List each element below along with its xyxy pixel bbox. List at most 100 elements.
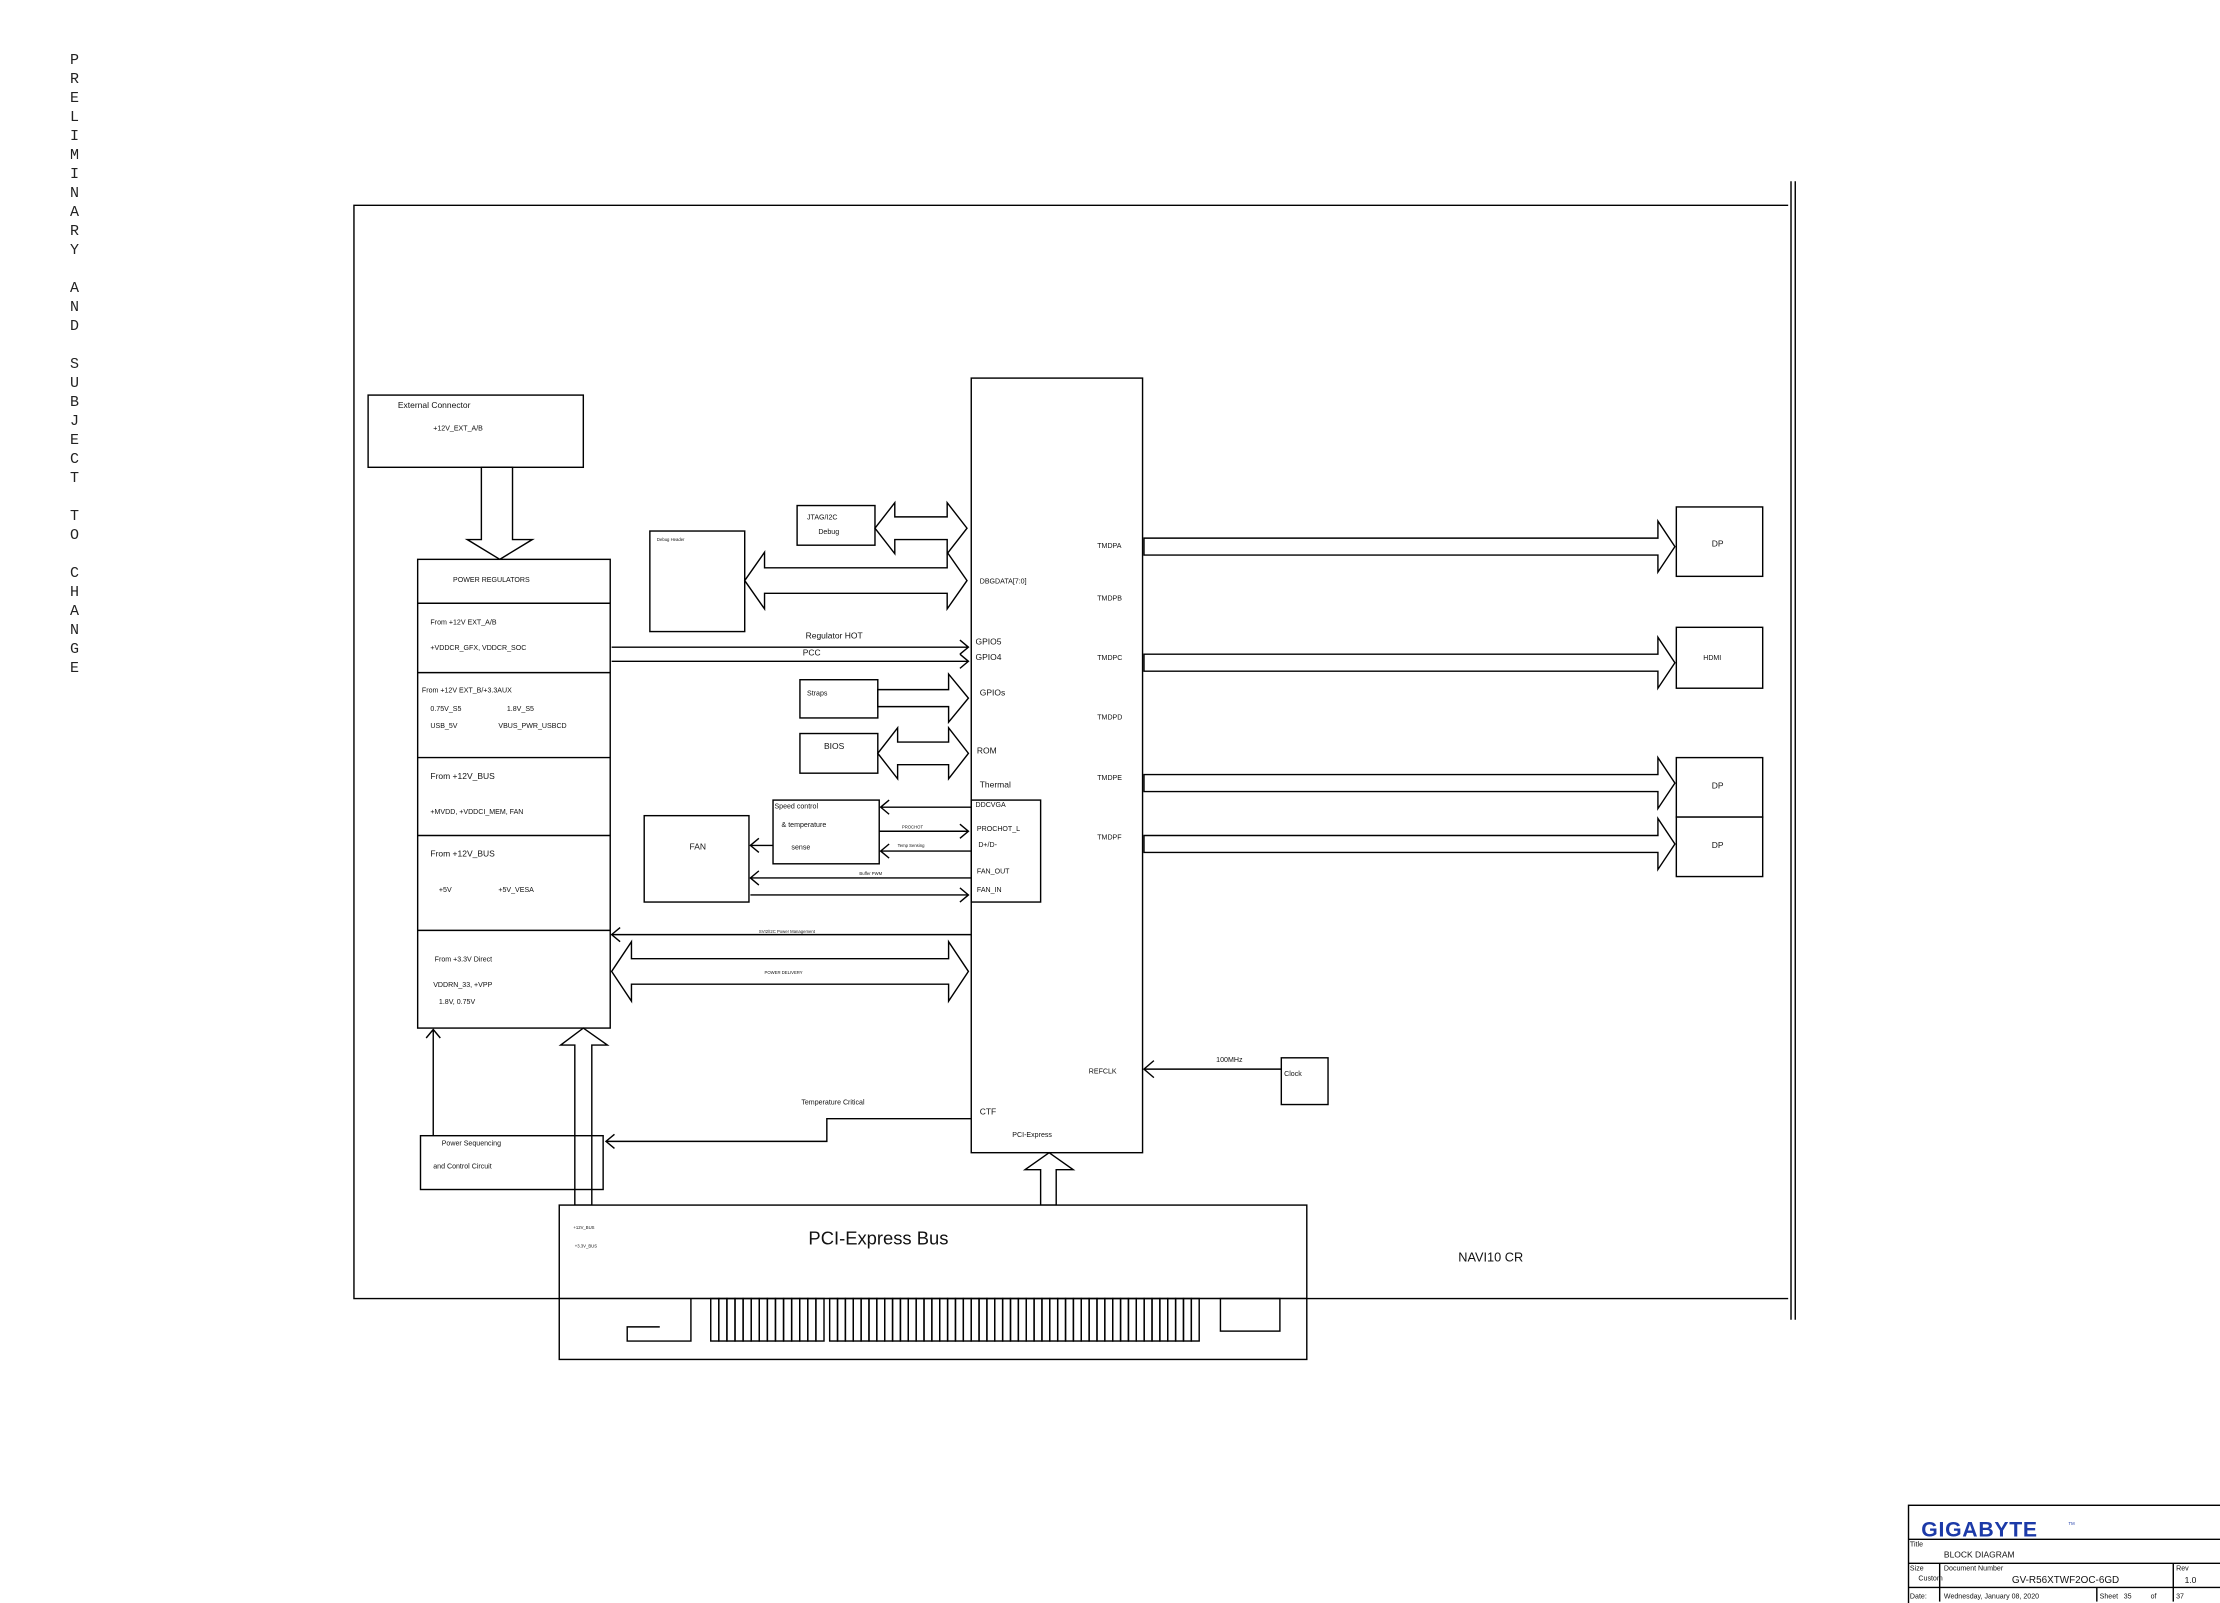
power-down-arrow	[464, 466, 535, 561]
size-value: Custom	[1918, 1575, 1942, 1582]
jtag-label: JTAG/I2C	[807, 515, 837, 522]
section-rail: +5V	[439, 887, 452, 894]
fan-label: FAN	[690, 842, 707, 852]
section-from: From +12V EXT_A/B	[430, 619, 496, 626]
power-delivery-label: POWER DELIVERY	[765, 970, 803, 975]
pin-tmdpb: TMDPB	[1097, 595, 1122, 602]
gigabyte-logo: GIGABYTE	[1921, 1518, 2037, 1541]
bios-label: BIOS	[824, 741, 845, 751]
output-label: DP	[1712, 539, 1724, 549]
power-sequencing-label-2: and Control Circuit	[433, 1163, 492, 1170]
power-sequencing-label: Power Sequencing	[442, 1141, 501, 1148]
tmdpc-arrow	[1143, 634, 1676, 691]
straps-block: Straps	[799, 679, 879, 719]
section-rail: VBUS_PWR_USBCD	[498, 723, 566, 730]
board-name: NAVI10 CR	[1458, 1250, 1523, 1265]
prochot-signal-label: PROCHOT	[902, 824, 924, 829]
jtag-label-2: Debug	[818, 529, 839, 536]
pin-tmdpe: TMDPE	[1097, 775, 1122, 782]
title-block: GIGABYTE TM Title BLOCK DIAGRAM Size Cus…	[1907, 1504, 2220, 1603]
bios-block: BIOS	[799, 732, 879, 774]
document-title: BLOCK DIAGRAM	[1944, 1550, 2015, 1560]
trademark-mark: TM	[2069, 1521, 2076, 1526]
pcie-up-arrow	[1022, 1151, 1076, 1206]
rev-label: Rev	[2176, 1565, 2189, 1572]
document-number-label: Document Number	[1944, 1565, 2004, 1572]
jtag-block: JTAG/I2C Debug	[796, 504, 876, 546]
gpu-chip-block: DBGDATA[7:0] GPIO5 GPIO4 GPIOs ROM Therm…	[970, 377, 1144, 1154]
document-number: GV-R56XTWF2OC-6GD	[2012, 1575, 2119, 1586]
output-hdmi: HDMI	[1675, 626, 1764, 689]
pcie-finger	[815, 1297, 825, 1342]
temperature-critical-label: Temperature Critical	[801, 1100, 865, 1107]
pin-dplus-dminus: D+/D-	[978, 842, 997, 849]
external-connector-rail: +12V_EXT_A/B	[433, 425, 483, 432]
section-rail: USB_5V	[430, 723, 457, 730]
tmdpe-arrow	[1143, 755, 1676, 811]
output-dp-3: DP	[1675, 816, 1764, 878]
pin-gpio4: GPIO4	[975, 652, 1001, 662]
temp-sensing-label: Temp Sensing	[898, 843, 925, 848]
sheet-number: 35	[2124, 1594, 2132, 1601]
pcc-label: PCC	[803, 648, 821, 658]
pcie-bus-block: +12V_BUS +3.3V_BUS PCI-Express Bus	[558, 1204, 1308, 1361]
date-label: Date:	[1910, 1594, 1927, 1601]
speed-control-label-2: & temperature	[782, 822, 827, 829]
pin-tmdpf: TMDPF	[1097, 835, 1122, 842]
external-connector-title: External Connector	[398, 400, 471, 410]
pcie-rail-3v3: +3.3V_BUS	[575, 1244, 597, 1249]
output-label: DP	[1712, 781, 1724, 791]
date-value: Wednesday, January 08, 2020	[1944, 1594, 2039, 1601]
pin-refclk: REFCLK	[1089, 1068, 1117, 1075]
output-label: HDMI	[1703, 655, 1721, 662]
pin-gpio5: GPIO5	[975, 636, 1001, 646]
size-label: Size	[1910, 1565, 1924, 1572]
section-rail: 1.8V, 0.75V	[439, 999, 476, 1006]
output-label: DP	[1712, 840, 1724, 850]
speed-control-label: Speed control	[774, 804, 818, 811]
svi2-label: SVI2/I2C Power Management	[759, 929, 816, 934]
section-from: From +12V_BUS	[430, 849, 495, 859]
tmdpa-arrow	[1143, 518, 1676, 575]
preliminary-watermark: PRELIMINARY AND SUBJECT TO CHANGE	[66, 52, 83, 679]
fan-block: FAN	[643, 814, 750, 903]
speed-control-block: Speed control & temperature sense	[772, 799, 880, 865]
pin-tmdpc: TMDPC	[1097, 655, 1122, 662]
bios-bidirectional-arrow	[876, 725, 970, 781]
power-regulators-block: POWER REGULATORS From +12V EXT_A/B +VDDC…	[416, 558, 611, 1029]
output-dp-2: DP	[1675, 756, 1764, 818]
section-rail: 0.75V_S5	[430, 706, 461, 713]
pcie-gold-fingers	[710, 1297, 1200, 1342]
straps-arrow	[877, 672, 970, 725]
pin-tmdpa: TMDPA	[1097, 543, 1121, 550]
section-from: From +3.3V Direct	[435, 957, 493, 964]
pin-prochot-l: PROCHOT_L	[977, 826, 1020, 833]
fan-pwm-label: Buffer PWM	[859, 871, 882, 876]
rev-value: 1.0	[2185, 1575, 2197, 1585]
debug-bidirectional-arrow	[743, 550, 968, 612]
pcie-finger	[1190, 1297, 1200, 1342]
clock-block: 100MHz Clock	[1142, 1057, 1329, 1106]
power-management-signals: SVI2/I2C Power Management	[610, 926, 972, 943]
pin-dbgdata: DBGDATA[7:0]	[980, 578, 1027, 585]
fan-signals: PROCHOT Temp Sensing Buffer PWM	[749, 799, 972, 903]
clock-frequency: 100MHz	[1216, 1057, 1243, 1064]
power-regulators-title: POWER REGULATORS	[453, 577, 530, 584]
pin-ctf: CTF	[980, 1106, 996, 1116]
pin-rom: ROM	[977, 745, 997, 755]
sheets-total: 37	[2176, 1594, 2184, 1601]
section-rail: +5V_VESA	[498, 887, 534, 894]
clock-label: Clock	[1284, 1071, 1302, 1078]
section-rail: +VDDCR_GFX, VDDCR_SOC	[430, 645, 526, 652]
pin-gpios: GPIOs	[980, 687, 1005, 697]
section-from: From +12V_BUS	[430, 771, 495, 781]
regulator-signals: Regulator HOT PCC	[611, 631, 970, 669]
pin-fan-out: FAN_OUT	[977, 869, 1010, 876]
of-label: of	[2151, 1594, 2157, 1601]
pcie-rail-12v: +12V_BUS	[573, 1225, 594, 1230]
pcie-bus-title: PCI-Express Bus	[808, 1228, 948, 1249]
speed-control-label-3: sense	[791, 845, 810, 852]
straps-label: Straps	[807, 690, 828, 697]
section-rail: 1.8V_S5	[507, 706, 534, 713]
